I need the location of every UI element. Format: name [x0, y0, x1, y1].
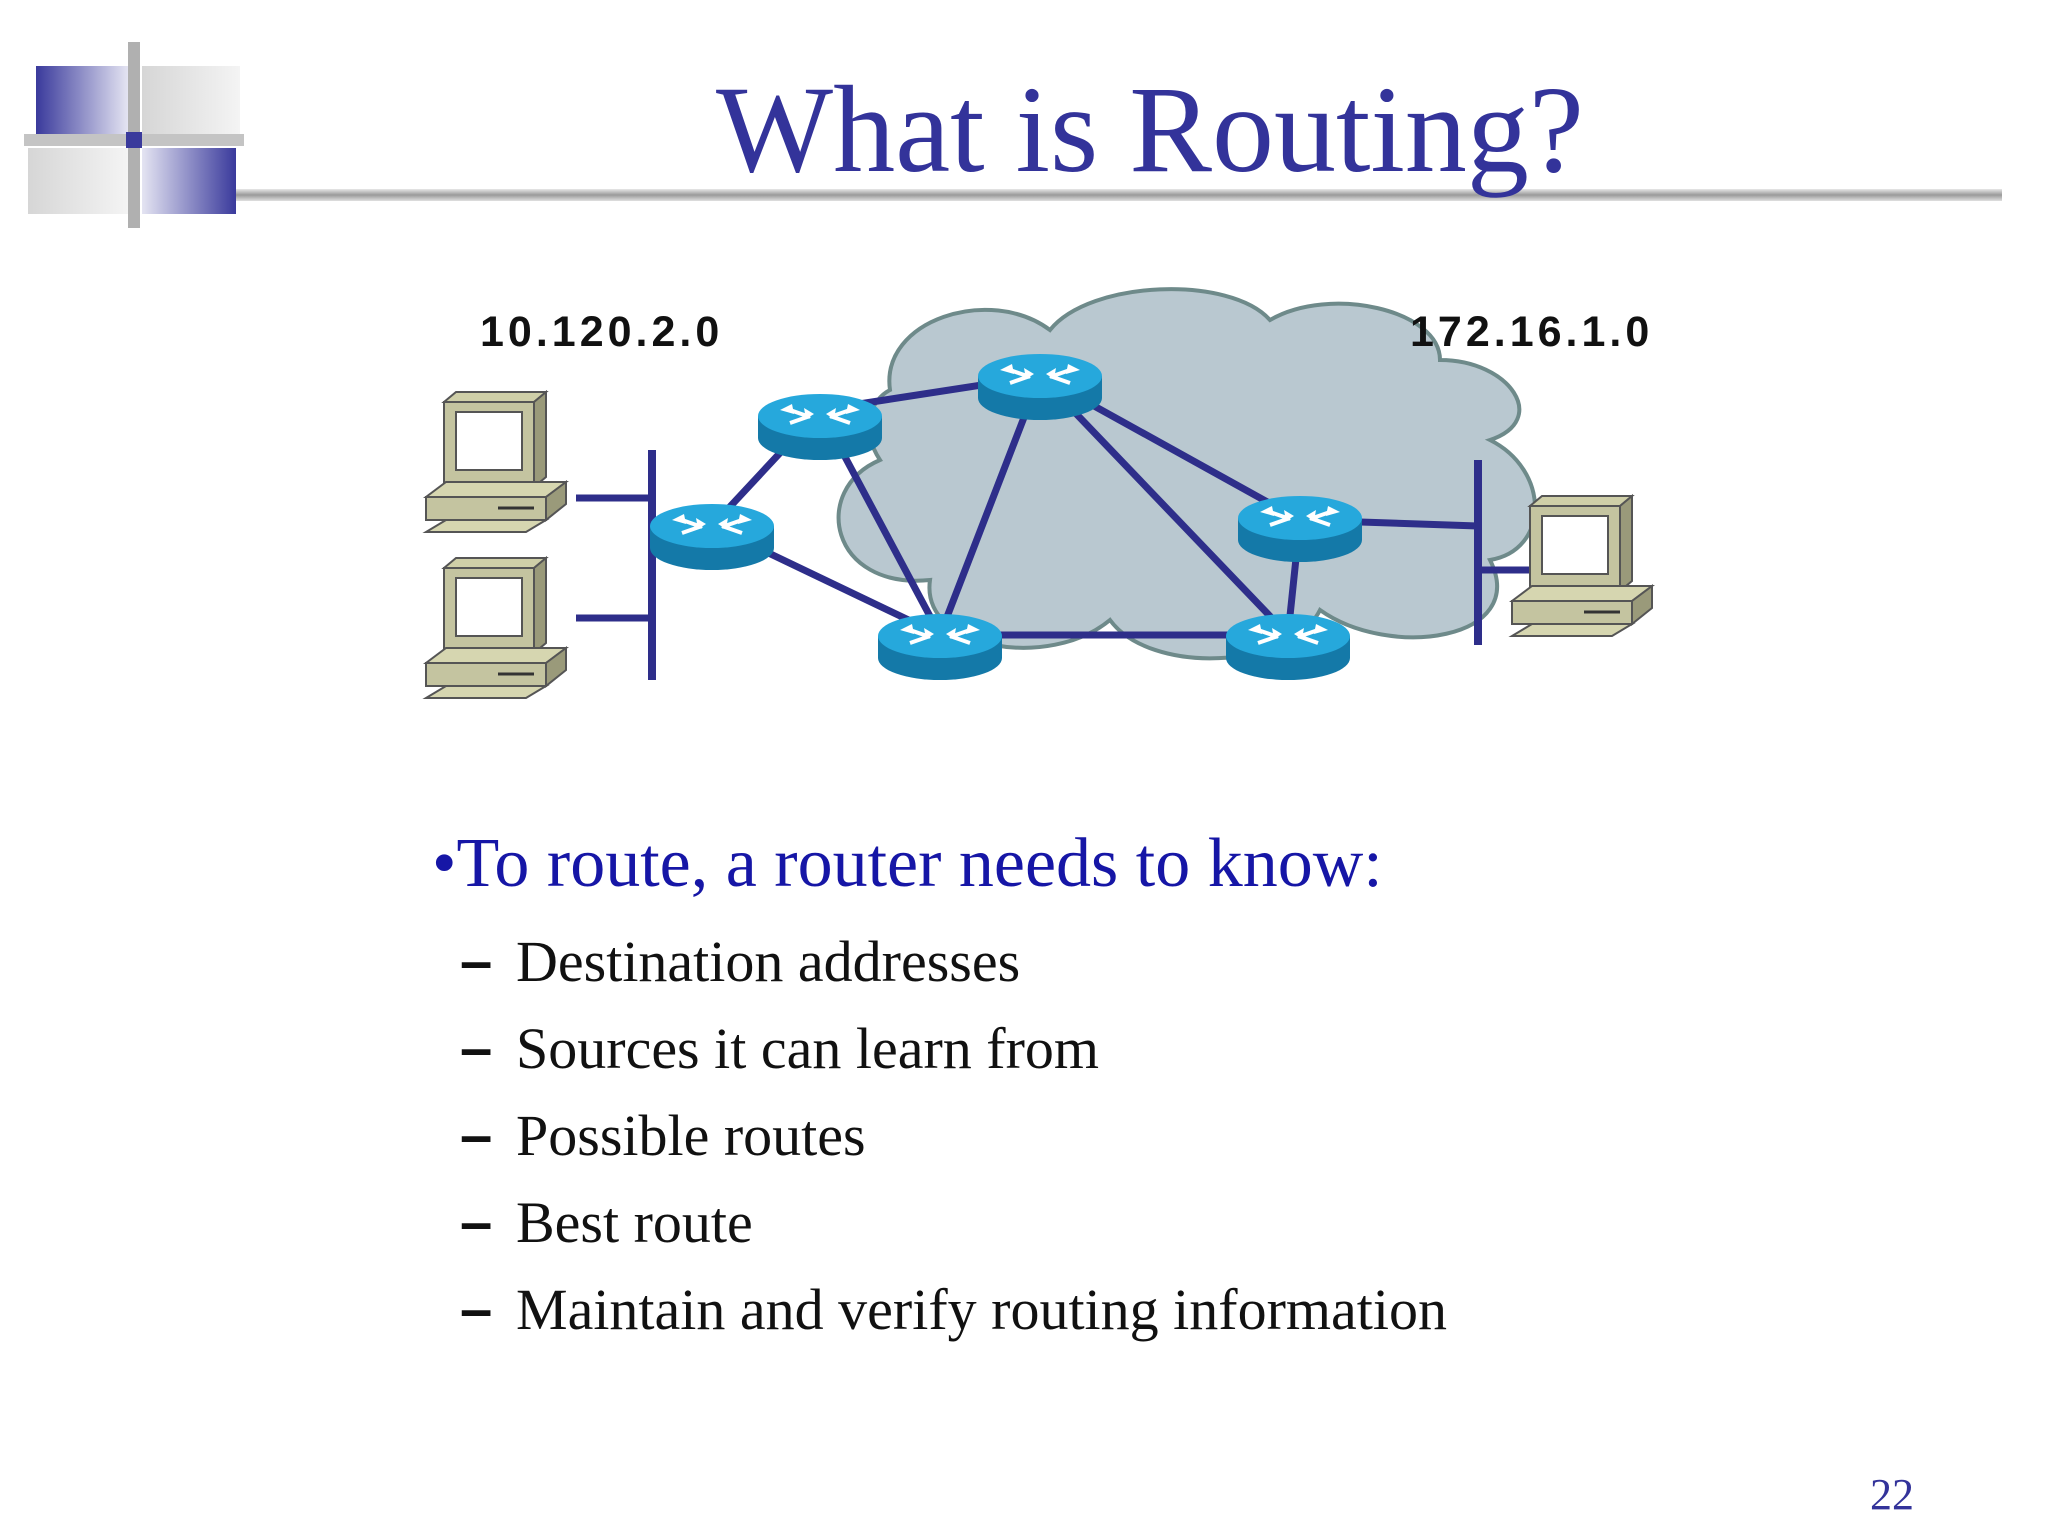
router-icon	[1224, 612, 1352, 682]
sub-bullet-list: –Destination addresses –Sources it can l…	[460, 918, 1447, 1353]
list-item-text: Possible routes	[516, 1103, 866, 1168]
router-icon	[1236, 494, 1364, 564]
dash-marker: –	[460, 1016, 493, 1081]
logo-square-tr	[142, 66, 240, 134]
dash-marker: –	[460, 1190, 493, 1255]
slide-logo	[24, 42, 244, 228]
right-network-label: 172.16.1.0	[1410, 308, 1654, 356]
router-icon	[756, 392, 884, 462]
routing-network-diagram	[424, 287, 1654, 700]
title-underline	[236, 189, 2002, 201]
page-number: 22	[1870, 1470, 1914, 1519]
dash-marker: –	[460, 929, 493, 994]
logo-square-bl	[28, 148, 128, 214]
logo-center	[126, 132, 142, 148]
list-item: –Maintain and verify routing information	[460, 1266, 1447, 1353]
list-item-text: Destination addresses	[516, 929, 1021, 994]
list-item: –Best route	[460, 1179, 1447, 1266]
dash-marker: –	[460, 1103, 493, 1168]
page-title: What is Routing?	[716, 61, 1584, 198]
dash-marker: –	[460, 1277, 493, 1342]
logo-square-br	[142, 148, 236, 214]
list-item-text: Sources it can learn from	[516, 1016, 1100, 1081]
router-icon	[976, 352, 1104, 422]
left-network-label: 10.120.2.0	[480, 308, 724, 356]
computer-icon	[424, 556, 568, 700]
router-icon	[648, 502, 776, 572]
list-item-text: Best route	[516, 1190, 753, 1255]
list-item-text: Maintain and verify routing information	[516, 1277, 1448, 1342]
list-item: –Possible routes	[460, 1092, 1447, 1179]
computer-icon	[424, 390, 568, 534]
list-item: –Destination addresses	[460, 918, 1447, 1005]
logo-square-tl	[36, 66, 128, 134]
list-item: –Sources it can learn from	[460, 1005, 1447, 1092]
main-bullet: •To route, a router needs to know:	[432, 825, 1383, 902]
router-icon	[876, 612, 1004, 682]
computer-icon	[1510, 494, 1654, 638]
